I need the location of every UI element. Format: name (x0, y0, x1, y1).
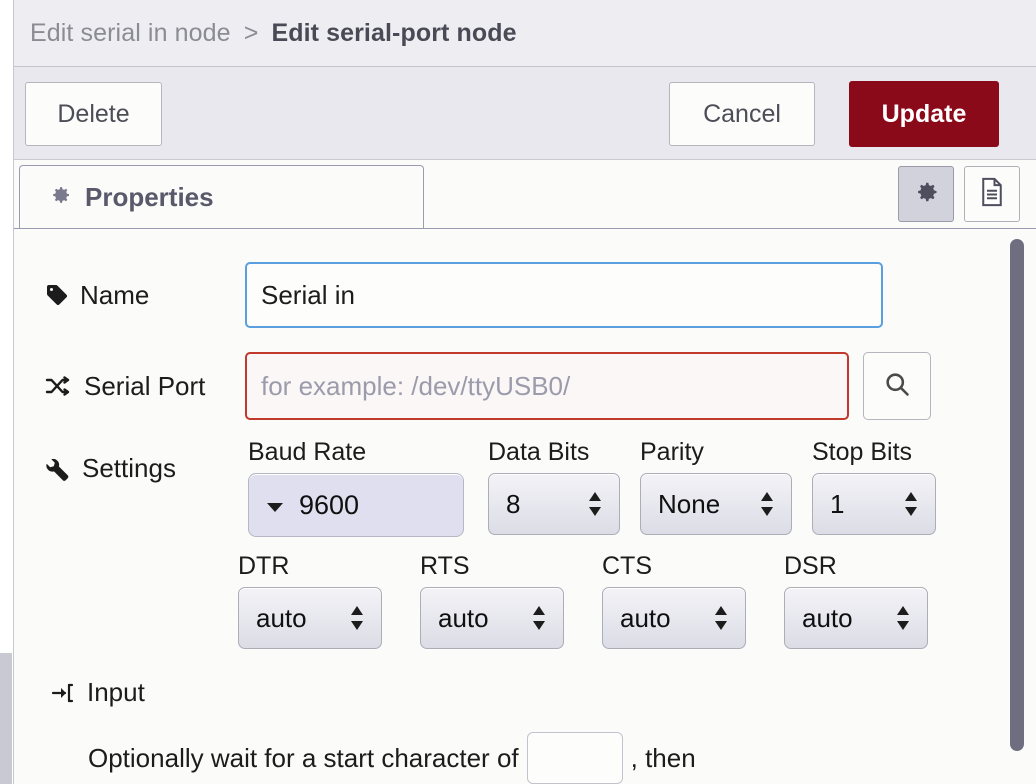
serial-port-label: Serial Port (45, 371, 245, 402)
parity-select[interactable]: None (640, 473, 792, 535)
serial-port-label-text: Serial Port (84, 371, 205, 402)
stop-bits-label: Stop Bits (812, 438, 936, 467)
baud-rate-label: Baud Rate (248, 438, 464, 467)
start-character-input[interactable] (527, 732, 623, 784)
parity-group: Parity None (640, 438, 792, 535)
dtr-value: auto (256, 603, 307, 634)
baud-rate-group: Baud Rate 9600 (248, 438, 464, 537)
spinner-arrows-icon (349, 606, 365, 630)
wrench-icon (45, 457, 71, 481)
tab-properties-label: Properties (85, 182, 214, 213)
rts-value: auto (438, 603, 489, 634)
content-scrollbar-thumb[interactable] (1010, 239, 1024, 751)
dtr-label: DTR (238, 552, 382, 581)
tab-properties[interactable]: Properties (19, 165, 424, 228)
chevron-down-icon (265, 490, 285, 521)
dtr-group: DTR auto (238, 552, 382, 649)
dsr-value: auto (802, 603, 853, 634)
tab-strip: Properties (0, 160, 1036, 229)
name-label: Name (45, 280, 245, 311)
name-row: Name (45, 262, 883, 328)
dialog-button-bar: Delete Cancel Update (0, 67, 1036, 160)
serial-port-input[interactable] (245, 352, 849, 420)
delete-button[interactable]: Delete (25, 82, 162, 146)
properties-panel: Name Serial Port (0, 229, 1036, 784)
name-label-text: Name (80, 280, 149, 311)
page-left-gutter (0, 0, 14, 784)
stop-bits-group: Stop Bits 1 (812, 438, 936, 535)
data-bits-select[interactable]: 8 (488, 473, 620, 535)
content-scrollbar-track[interactable] (1010, 229, 1032, 784)
stop-bits-select[interactable]: 1 (812, 473, 936, 535)
spinner-arrows-icon (531, 606, 547, 630)
page-left-gutter-shade (0, 653, 12, 784)
parity-label: Parity (640, 438, 792, 467)
serial-port-search-button[interactable] (863, 352, 931, 420)
search-icon (883, 370, 911, 403)
spinner-arrows-icon (903, 492, 919, 516)
description-tool-button[interactable] (964, 166, 1020, 222)
gear-icon (48, 183, 72, 212)
rts-group: RTS auto (420, 552, 564, 649)
update-button[interactable]: Update (849, 81, 999, 147)
sign-in-icon (50, 681, 76, 705)
gear-tool-button[interactable] (898, 166, 954, 222)
data-bits-label: Data Bits (488, 438, 620, 467)
settings-label: Settings (45, 453, 176, 484)
cts-select[interactable]: auto (602, 587, 746, 649)
breadcrumb: Edit serial in node > Edit serial-port n… (30, 19, 517, 48)
start-character-text-before: Optionally wait for a start character of (88, 743, 519, 774)
input-section-label: Input (87, 677, 145, 708)
input-section-header: Input (50, 677, 145, 708)
spinner-arrows-icon (587, 492, 603, 516)
spinner-arrows-icon (759, 492, 775, 516)
breadcrumb-current: Edit serial-port node (271, 19, 516, 47)
data-bits-group: Data Bits 8 (488, 438, 620, 535)
spinner-arrows-icon (713, 606, 729, 630)
breadcrumb-separator: > (238, 19, 265, 47)
name-input[interactable] (245, 262, 883, 328)
data-bits-value: 8 (506, 489, 520, 520)
cts-label: CTS (602, 552, 746, 581)
dtr-select[interactable]: auto (238, 587, 382, 649)
description-icon (979, 177, 1005, 212)
settings-label-wrap: Settings (45, 453, 176, 484)
tab-tool-buttons (898, 166, 1020, 222)
settings-label-text: Settings (82, 453, 176, 484)
stop-bits-value: 1 (830, 489, 844, 520)
tag-icon (45, 283, 69, 307)
breadcrumb-parent[interactable]: Edit serial in node (30, 19, 231, 47)
start-character-sentence: Optionally wait for a start character of… (88, 732, 696, 784)
dsr-select[interactable]: auto (784, 587, 928, 649)
gear-icon (912, 178, 940, 211)
parity-value: None (658, 489, 720, 520)
rts-label: RTS (420, 552, 564, 581)
rts-select[interactable]: auto (420, 587, 564, 649)
baud-rate-value: 9600 (299, 490, 359, 521)
cts-group: CTS auto (602, 552, 746, 649)
dsr-group: DSR auto (784, 552, 928, 649)
shuffle-icon (45, 374, 73, 398)
cancel-button[interactable]: Cancel (669, 82, 815, 146)
cts-value: auto (620, 603, 671, 634)
spinner-arrows-icon (895, 606, 911, 630)
serial-port-row: Serial Port (45, 352, 931, 420)
dialog-header: Edit serial in node > Edit serial-port n… (0, 0, 1036, 67)
dsr-label: DSR (784, 552, 928, 581)
baud-rate-combo[interactable]: 9600 (248, 473, 464, 537)
start-character-text-after: , then (631, 743, 696, 774)
